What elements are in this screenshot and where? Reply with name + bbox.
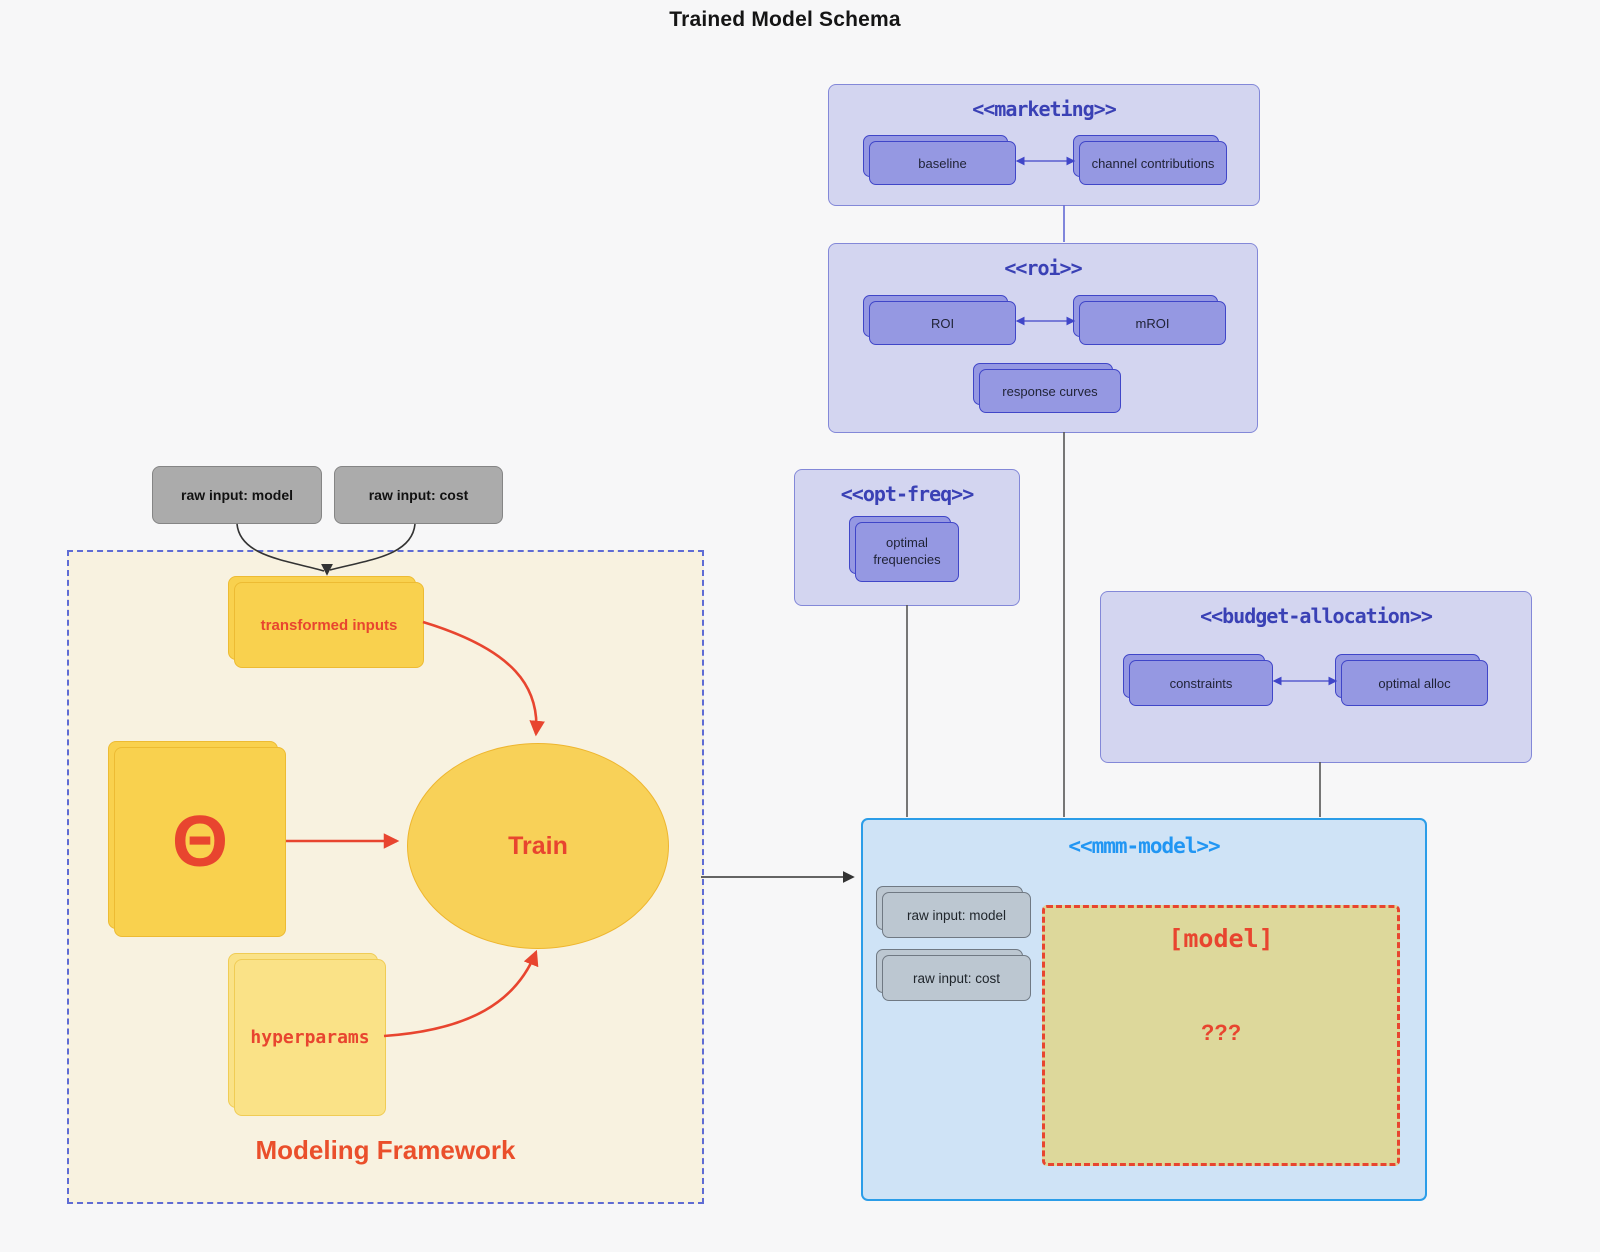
node-optimal-frequencies: optimal frequencies <box>855 522 959 582</box>
model-placeholder-unknown: ??? <box>1200 1020 1242 1045</box>
node-response-curves: response curves <box>979 369 1121 413</box>
group-mmm-model-title: <<mmm-model>> <box>1068 834 1220 858</box>
group-budget-allocation: <<budget-allocation>> constraints optima… <box>1100 591 1532 763</box>
group-marketing: <<marketing>> baseline channel contribut… <box>828 84 1260 206</box>
group-roi: <<roi>> ROI mROI response curves <box>828 243 1258 433</box>
node-theta: Θ <box>114 747 286 937</box>
node-train: Train <box>407 743 669 949</box>
diagram-title: Trained Model Schema <box>669 8 901 31</box>
node-mmm-raw-input-model: raw input: model <box>882 892 1031 938</box>
node-hyperparams: hyperparams <box>234 959 386 1116</box>
node-channel-contributions: channel contributions <box>1079 141 1227 185</box>
modeling-framework-label: Modeling Framework <box>255 1135 516 1165</box>
group-opt-freq: <<opt-freq>> optimal frequencies <box>794 469 1020 606</box>
theta-symbol: Θ <box>171 802 228 882</box>
node-raw-input-model: raw input: model <box>152 466 322 524</box>
group-marketing-title: <<marketing>> <box>972 97 1117 121</box>
group-opt-freq-title: <<opt-freq>> <box>840 482 975 506</box>
node-optimal-alloc: optimal alloc <box>1341 660 1488 706</box>
group-roi-title: <<roi>> <box>1004 256 1082 280</box>
group-budget-allocation-title: <<budget-allocation>> <box>1200 604 1433 628</box>
model-placeholder-box: [model] ??? <box>1042 905 1400 1166</box>
model-placeholder-label: [model] <box>1168 924 1274 953</box>
node-roi: ROI <box>869 301 1016 345</box>
node-mroi: mROI <box>1079 301 1226 345</box>
group-modeling-framework: transformed inputs Θ Train hyperparams M… <box>67 550 704 1204</box>
node-raw-input-cost: raw input: cost <box>334 466 503 524</box>
node-transformed-inputs: transformed inputs <box>234 582 424 668</box>
group-mmm-model: <<mmm-model>> raw input: model raw input… <box>861 818 1427 1201</box>
node-mmm-raw-input-cost: raw input: cost <box>882 955 1031 1001</box>
node-constraints: constraints <box>1129 660 1273 706</box>
node-baseline: baseline <box>869 141 1016 185</box>
